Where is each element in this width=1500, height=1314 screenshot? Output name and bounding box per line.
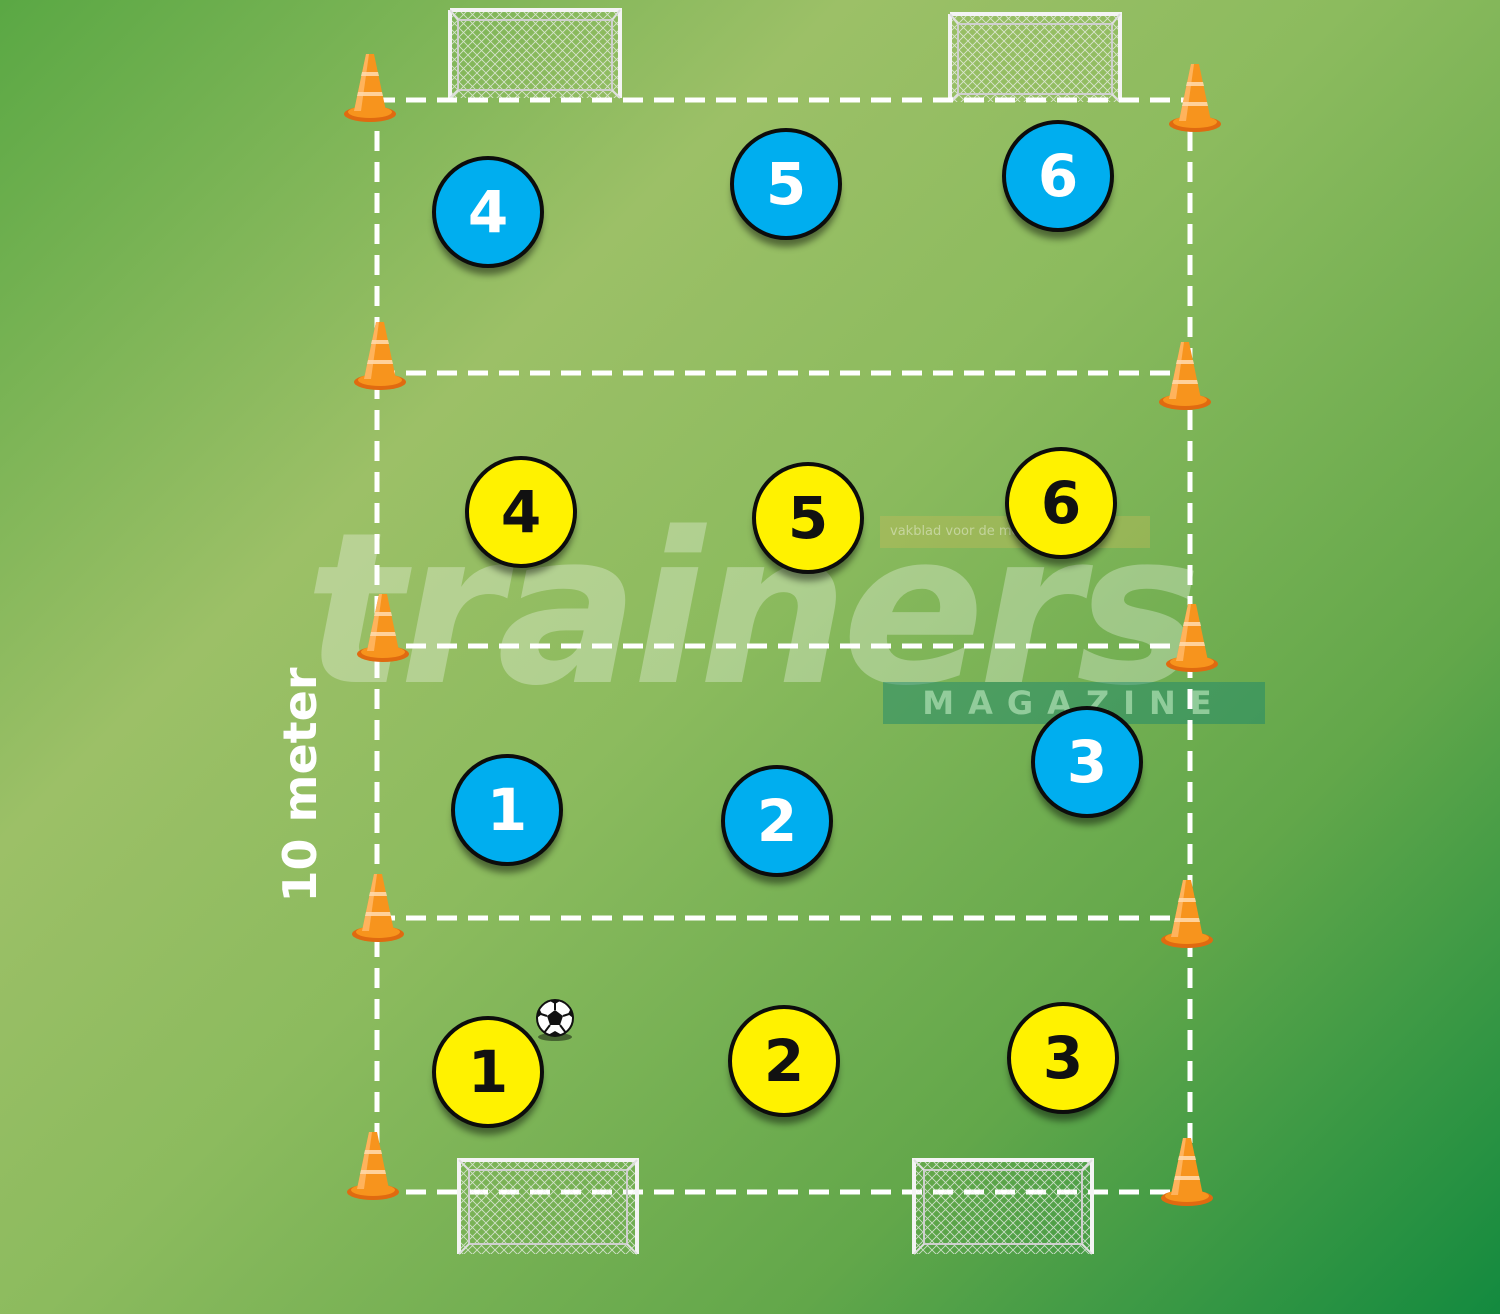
- cone-icon: [1159, 342, 1211, 410]
- player-yellow-6: 6: [1005, 447, 1117, 559]
- player-blue-1: 1: [451, 754, 563, 866]
- cone-icon: [1161, 1138, 1213, 1206]
- cone-icon: [347, 1132, 399, 1200]
- player-yellow-1: 1: [432, 1016, 544, 1128]
- player-blue-3: 3: [1031, 706, 1143, 818]
- goal-icon: [912, 1158, 1094, 1256]
- goal-icon: [948, 12, 1122, 104]
- player-blue-6: 6: [1002, 120, 1114, 232]
- player-yellow-2: 2: [728, 1005, 840, 1117]
- soccer-ball-icon: [536, 999, 574, 1041]
- player-yellow-5: 5: [752, 462, 864, 574]
- cone-icon: [344, 54, 396, 122]
- cone-icon: [1166, 604, 1218, 672]
- cone-icon: [357, 594, 409, 662]
- cone-icon: [352, 874, 404, 942]
- player-yellow-4: 4: [465, 456, 577, 568]
- distance-label: 10 meter: [273, 667, 327, 903]
- cone-icon: [1169, 64, 1221, 132]
- player-yellow-3: 3: [1007, 1002, 1119, 1114]
- goal-icon: [448, 8, 622, 100]
- cone-icon: [354, 322, 406, 390]
- player-blue-4: 4: [432, 156, 544, 268]
- player-blue-5: 5: [730, 128, 842, 240]
- goal-icon: [457, 1158, 639, 1256]
- player-blue-2: 2: [721, 765, 833, 877]
- cone-icon: [1161, 880, 1213, 948]
